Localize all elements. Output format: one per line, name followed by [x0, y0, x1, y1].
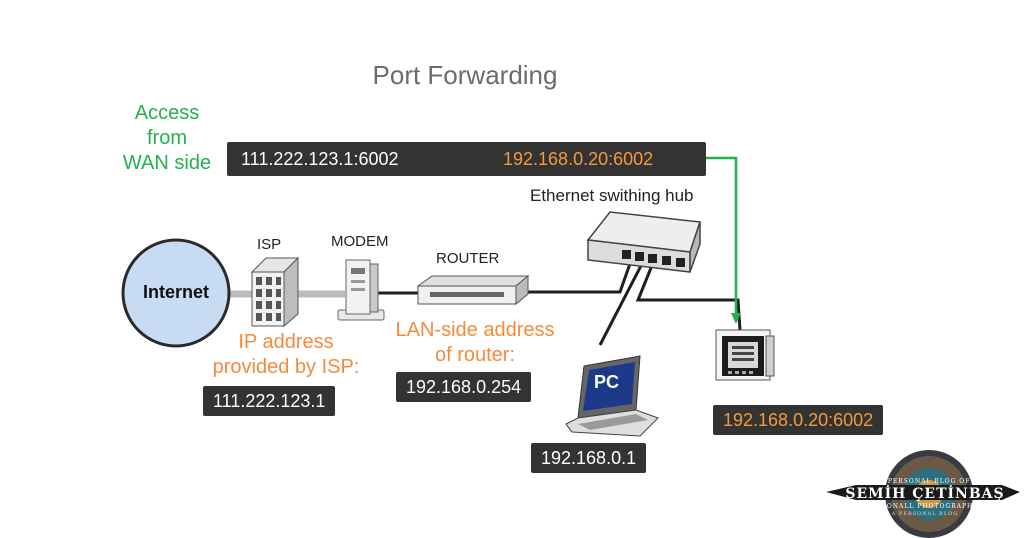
- modem-label: MODEM: [331, 233, 389, 250]
- router-description-line-1: LAN-side address: [395, 319, 555, 341]
- hub-label: Ethernet swithing hub: [530, 186, 694, 205]
- pc-label: PC: [594, 372, 620, 392]
- router-description-line-2: of router:: [434, 344, 516, 366]
- watermark-logo-graphic: [826, 450, 1020, 538]
- isp-description-line-1: IP address: [238, 331, 334, 353]
- router-ip-box: 192.168.0.254: [396, 372, 532, 402]
- wan-access-label: Access from WAN side: [112, 101, 222, 176]
- wan-public-address: 111.222.123.1:6002: [241, 149, 399, 169]
- internet-label: Internet: [142, 282, 209, 302]
- ethernet-hub-icon: [586, 211, 702, 273]
- isp-description-line-2: provided by ISP:: [212, 356, 360, 378]
- watermark-subtitle: PERSONALL PHOTOGRAPHER: [865, 503, 985, 510]
- wan-access-line-3: WAN side: [122, 152, 212, 174]
- laptop-pc-icon: [565, 355, 659, 437]
- wan-access-line-2: from: [147, 127, 187, 149]
- watermark-top-text: A PERSONAL BLOG OF: [879, 478, 971, 485]
- wan-forwarding-box: 111.222.123.1:6002 192.168.0.20:6002: [227, 142, 706, 176]
- internet-icon: [121, 238, 231, 348]
- isp-server-icon: [250, 256, 300, 328]
- modem-icon: [337, 259, 385, 321]
- hub-pc-cable: [598, 257, 647, 346]
- isp-ip-box: 111.222.123.1: [203, 386, 336, 416]
- wan-forward-address: 192.168.0.20:6002: [503, 149, 654, 169]
- isp-label: ISP: [257, 236, 282, 253]
- router-hub-cable: [524, 257, 634, 294]
- watermark-logo: A PERSONAL BLOG OF SEMİH ÇETİNBAŞ PERSON…: [830, 452, 1020, 538]
- router-icon: [416, 274, 530, 306]
- wan-access-line-1: Access: [134, 102, 200, 124]
- diagram-title: Port Forwarding: [372, 60, 558, 90]
- device-arrow-head: [731, 313, 741, 324]
- router-description: LAN-side address of router:: [380, 318, 570, 368]
- pc-ip-box: 192.168.0.1: [531, 443, 647, 473]
- watermark-bottom-text: A PERSONAL BLOG: [891, 511, 959, 517]
- router-label: ROUTER: [436, 250, 500, 267]
- device-ip-box: 192.168.0.20:6002: [713, 405, 884, 435]
- isp-description: IP address provided by ISP:: [196, 330, 376, 380]
- meter-device-icon: [715, 329, 775, 381]
- watermark-name: SEMİH ÇETİNBAŞ: [845, 486, 1005, 502]
